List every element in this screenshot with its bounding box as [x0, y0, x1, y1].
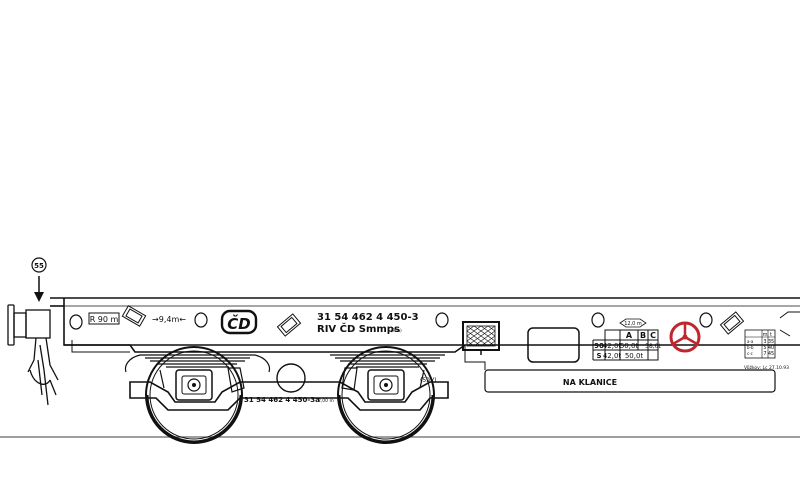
buffer-coupler [7, 304, 59, 406]
svg-text:3: 3 [763, 339, 766, 345]
dimension-label: →9,4m← [152, 315, 186, 324]
svg-text:m: m [763, 332, 768, 338]
load-table-length: 12,0 m [624, 321, 642, 327]
frame-holes [69, 312, 713, 330]
wheel [145, 346, 243, 444]
leaf-spring [330, 354, 445, 368]
cd-logo: ČD [220, 309, 258, 335]
bogie-number: 31 54 462 4 450-3a [244, 396, 320, 404]
load-cell: 50,0t [620, 342, 639, 350]
side-table: m t a-a 3 35 b-b 5 40 c-c 7 45 [744, 329, 776, 359]
load-cell: 50,0t [625, 352, 644, 360]
svg-text:t: t [770, 332, 772, 338]
class-suffix: (Pr-a) [391, 328, 402, 333]
svg-text:35: 35 [768, 339, 774, 345]
wheel [337, 346, 435, 444]
load-header-c: C [650, 331, 656, 340]
cargo-label: NA KLANICE [563, 378, 617, 387]
frame-end [779, 311, 800, 337]
bogie-note: 2,00 m [318, 398, 334, 404]
svg-text:40: 40 [768, 345, 774, 351]
r-label: R 90 m [90, 315, 119, 324]
logo-text: ČD [227, 313, 250, 333]
damper [159, 367, 425, 393]
load-cell: 42,0t [603, 342, 622, 350]
brake-wheel-icon [669, 321, 701, 353]
bogie-frame [129, 381, 449, 411]
load-header-a: A [626, 331, 633, 340]
load-cell: 42,0t [603, 352, 622, 360]
warning-plate-icon [121, 305, 147, 327]
wagon-number: 31 54 462 4 450-3 [317, 312, 419, 323]
load-row-label: S [596, 352, 601, 360]
speed-marker-label: 55 [34, 262, 44, 270]
revision-label: Vůžkov: Lc 27.10.93 [744, 364, 789, 371]
r-label-box [88, 312, 120, 325]
load-header-b: B [640, 331, 646, 340]
bogie-code: (59V) [420, 377, 436, 384]
svg-text:a-a: a-a [747, 339, 754, 344]
wagon-frame [50, 297, 800, 393]
window-panel [527, 327, 580, 363]
warning-plate-icon [719, 311, 745, 335]
wagon-class: RIV ČD Smmps [317, 322, 400, 335]
load-table: 12,0 m A B C 90 42,0t 50,0t 58,0t S 42,0… [592, 318, 662, 361]
warning-plate-icon [276, 313, 302, 337]
load-cell: 58,0t [645, 343, 661, 350]
svg-text:7: 7 [763, 351, 766, 357]
bogie-pivot [276, 363, 306, 393]
speed-marker: 55 [31, 257, 47, 302]
svg-text:b-b: b-b [747, 345, 754, 350]
svg-text:45: 45 [768, 351, 774, 357]
load-row-label: 90 [594, 342, 604, 350]
grid-plate [462, 321, 500, 355]
svg-text:c-c: c-c [747, 351, 753, 356]
svg-text:5: 5 [763, 345, 766, 351]
